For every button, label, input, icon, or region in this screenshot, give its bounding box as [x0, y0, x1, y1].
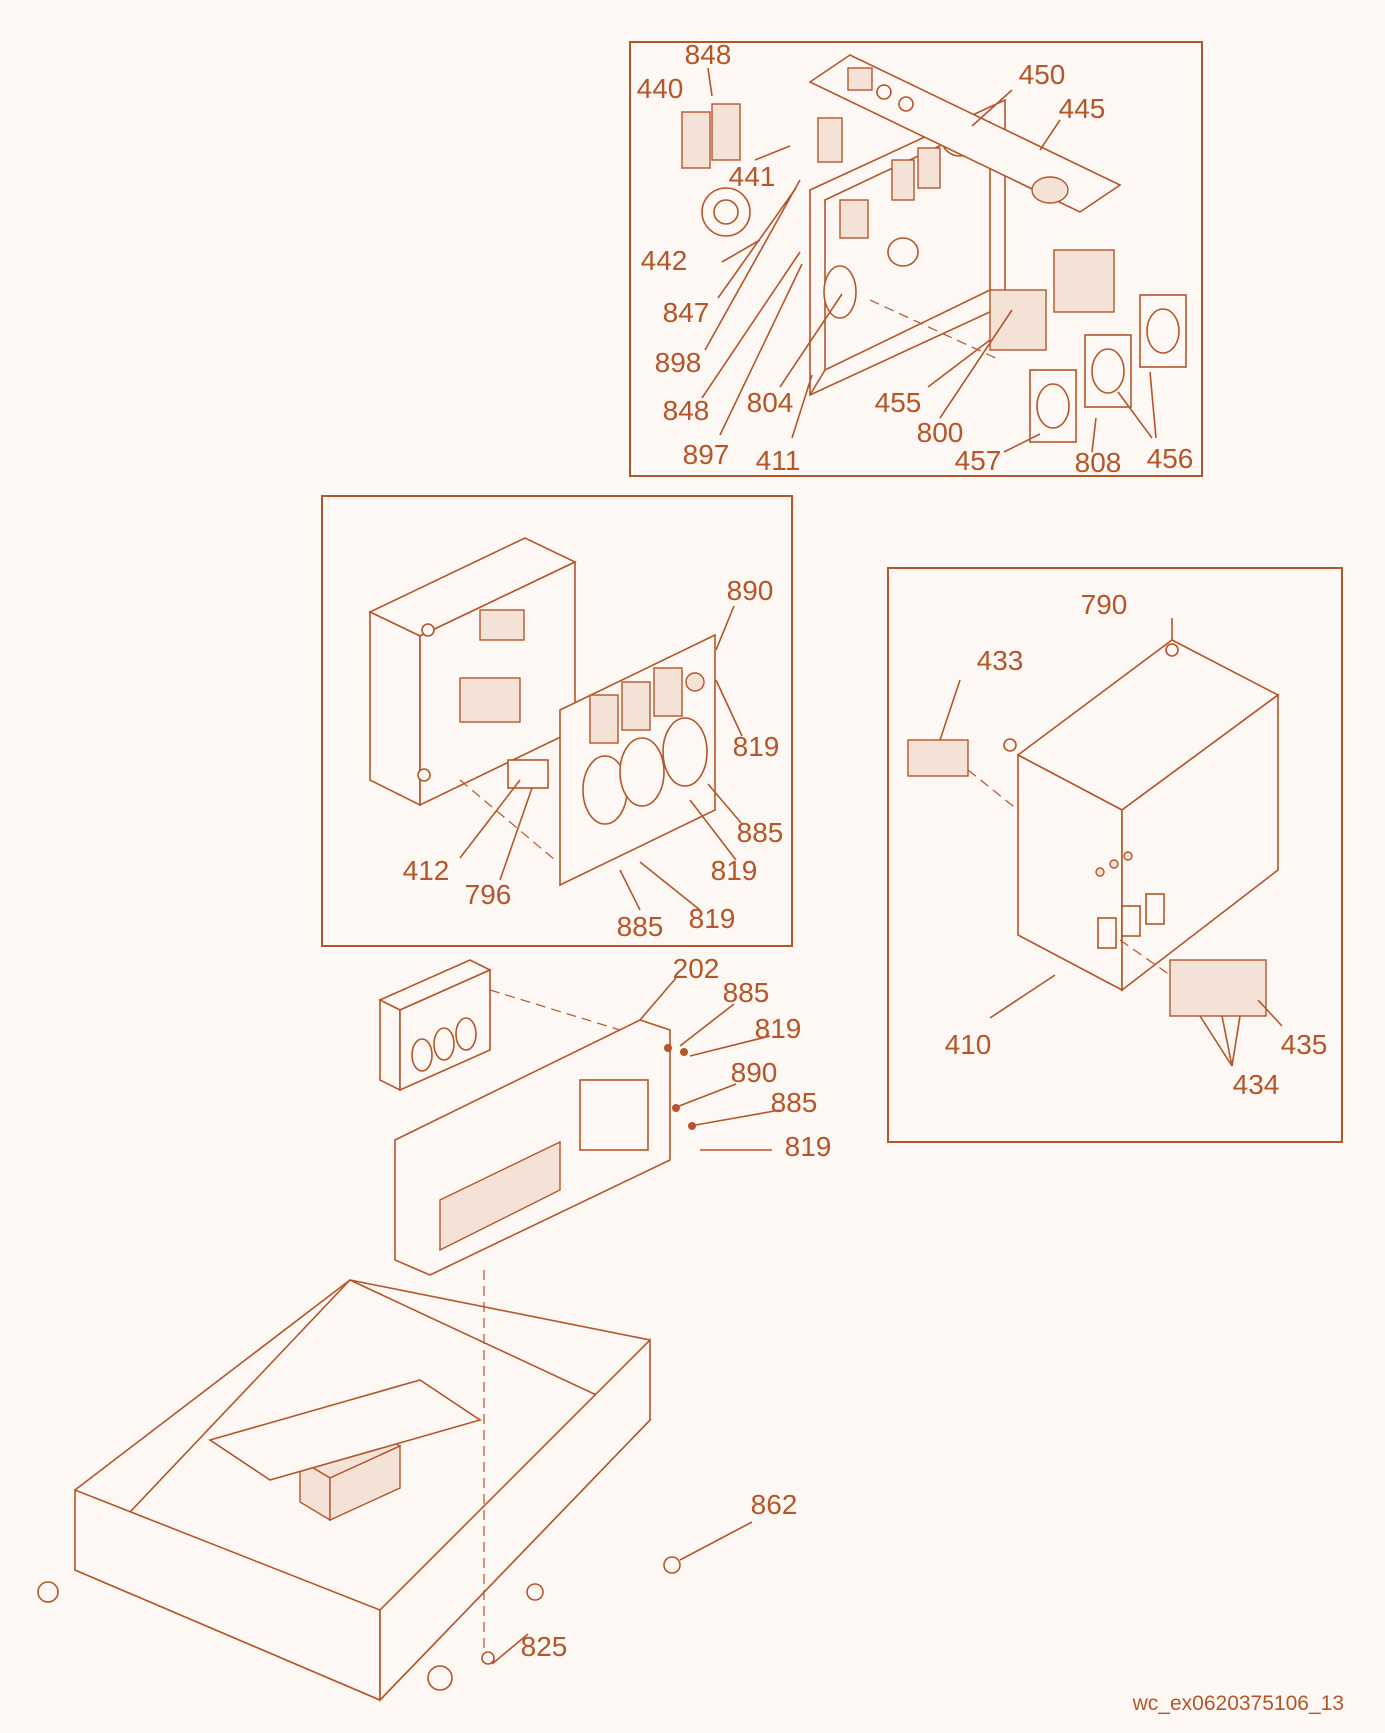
label-442: 442 — [641, 245, 688, 276]
label-445: 445 — [1059, 93, 1106, 124]
breaker-455 — [1053, 249, 1115, 313]
label-885-middle-a: 885 — [737, 817, 784, 848]
right-box-frame — [887, 567, 1343, 1143]
label-455: 455 — [875, 387, 922, 418]
right-box-group — [887, 567, 1343, 1143]
label-441: 441 — [729, 161, 776, 192]
small-box-left — [379, 998, 401, 1092]
panel-opening — [579, 1079, 649, 1151]
callout-labels: 848 440 441 442 847 898 848 897 804 411 … — [403, 39, 1328, 1662]
label-433: 433 — [977, 645, 1024, 676]
top-panel-group — [629, 41, 1203, 477]
frame-group — [37, 959, 781, 1702]
frame-fitting — [37, 1581, 59, 1603]
breaker-434-435 — [1169, 959, 1267, 1017]
label-897: 897 — [683, 439, 730, 470]
breaker-433 — [907, 739, 969, 777]
label-848-top: 848 — [685, 39, 732, 70]
label-819-frame-a: 819 — [755, 1013, 802, 1044]
label-434: 434 — [1233, 1069, 1280, 1100]
label-819-frame-b: 819 — [785, 1131, 832, 1162]
label-898: 898 — [655, 347, 702, 378]
top-panel-frame — [629, 41, 1203, 477]
label-890-frame: 890 — [731, 1057, 778, 1088]
label-457: 457 — [955, 445, 1002, 476]
label-800: 800 — [917, 417, 964, 448]
label-796: 796 — [465, 879, 512, 910]
bolt-825 — [481, 1651, 495, 1665]
label-440: 440 — [637, 73, 684, 104]
label-819-middle-a: 819 — [733, 731, 780, 762]
wing-nut-862 — [663, 1556, 681, 1574]
label-862: 862 — [751, 1489, 798, 1520]
breaker-440-a — [681, 111, 711, 169]
label-885-middle-b: 885 — [617, 911, 664, 942]
label-825: 825 — [521, 1631, 568, 1662]
label-890-middle: 890 — [727, 575, 774, 606]
label-885-frame-b: 885 — [771, 1087, 818, 1118]
middle-panel-group — [321, 495, 793, 947]
label-848-bottom: 848 — [663, 395, 710, 426]
label-456: 456 — [1147, 443, 1194, 474]
label-790: 790 — [1081, 589, 1128, 620]
label-435: 435 — [1281, 1029, 1328, 1060]
breaker-440-b — [711, 103, 741, 161]
label-450: 450 — [1019, 59, 1066, 90]
middle-bracket-412 — [507, 759, 549, 789]
drawing-id: wc_ex0620375106_13 — [1132, 1692, 1344, 1715]
label-819-middle-c: 819 — [689, 903, 736, 934]
middle-socket-c — [662, 717, 708, 787]
label-885-frame-a: 885 — [723, 977, 770, 1008]
middle-box-left — [369, 610, 421, 807]
stop-button-445 — [1031, 176, 1069, 204]
label-411: 411 — [756, 445, 801, 476]
louver-grille — [439, 1140, 561, 1252]
label-412: 412 — [403, 855, 450, 886]
middle-socket-b — [619, 737, 665, 807]
label-808: 808 — [1075, 447, 1122, 478]
breaker-800 — [989, 289, 1047, 351]
label-202: 202 — [673, 953, 720, 984]
label-847: 847 — [663, 297, 710, 328]
middle-panel-frame — [321, 495, 793, 947]
label-819-middle-b: 819 — [711, 855, 758, 886]
label-410: 410 — [945, 1029, 992, 1060]
label-804: 804 — [747, 387, 794, 418]
socket-441 — [817, 117, 843, 163]
